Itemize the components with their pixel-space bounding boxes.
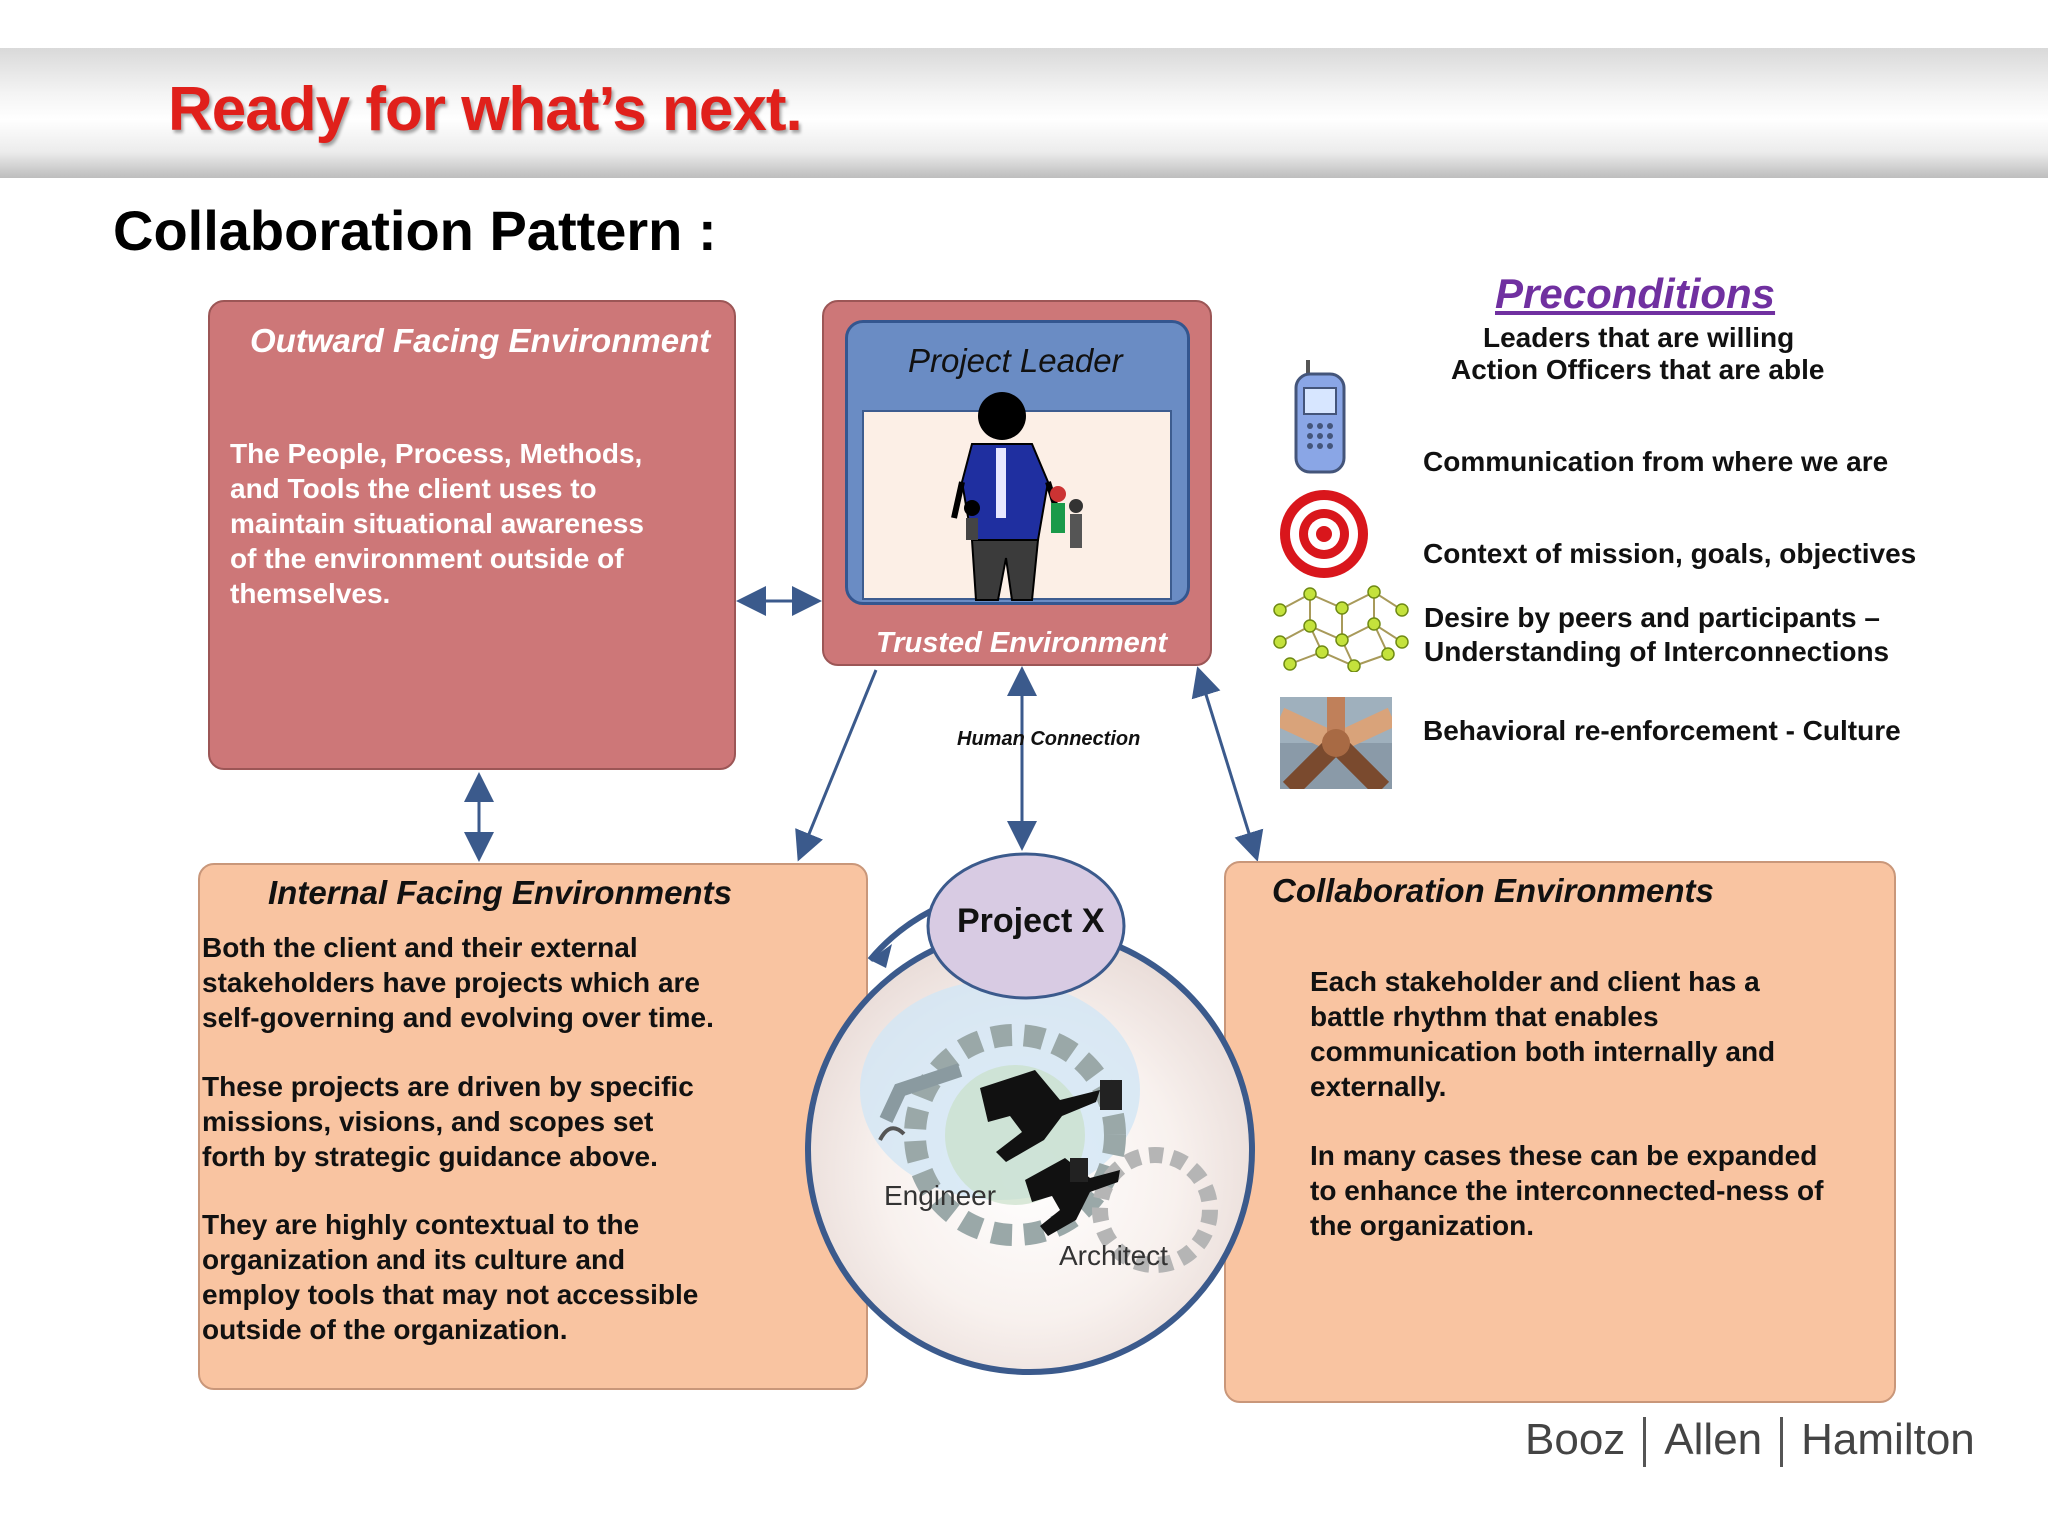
collaboration-title: Collaboration Environments	[1272, 872, 1714, 909]
project-circle	[805, 852, 1255, 1375]
cell-phone-icon	[1294, 360, 1346, 474]
outward-description: The People, Process, Methods, and Tools …	[230, 438, 644, 609]
human-connection-label: Human Connection	[957, 728, 1141, 750]
trusted-environment-label: Trusted Environment	[876, 627, 1168, 659]
target-icon	[1280, 490, 1368, 578]
outward-environment-box	[208, 300, 736, 770]
collaboration-paragraph-1: Each stakeholder and client has a battle…	[1310, 966, 1776, 1102]
internal-title: Internal Facing Environments	[268, 874, 732, 911]
arrow-trusted-collab	[1191, 666, 1264, 862]
running-businessman-icon-2	[1025, 1158, 1120, 1236]
tagline: Ready for what’s next.	[168, 75, 803, 144]
precondition-communication: Communication from where we are	[1423, 446, 1889, 477]
internal-environment-box	[198, 863, 868, 1390]
architect-label: Architect	[1059, 1240, 1168, 1271]
outward-title: Outward Facing Environment	[250, 322, 711, 359]
precondition-behavioral: Behavioral re-enforcement - Culture	[1423, 715, 1901, 746]
joined-hands-icon	[1280, 697, 1392, 789]
arrow-trusted-internal	[795, 669, 878, 862]
engineer-label: Engineer	[884, 1180, 997, 1211]
precondition-context: Context of mission, goals, objectives	[1423, 538, 1917, 569]
collaboration-paragraph-2: In many cases these can be expanded to e…	[1310, 1140, 1824, 1241]
project-label: Project X	[957, 902, 1105, 940]
project-leader-title: Project Leader	[908, 342, 1123, 379]
collaboration-environment-box	[1224, 861, 1896, 1403]
internal-paragraph-1: Both the client and their external stake…	[202, 932, 714, 1033]
preconditions-line-1: Leaders that are willing	[1483, 322, 1795, 353]
preconditions-title: Preconditions	[1495, 270, 1776, 317]
internal-paragraph-2: These projects are driven by specific mi…	[202, 1071, 694, 1172]
running-businessman-icon	[980, 1070, 1100, 1162]
network-icon	[1273, 585, 1409, 672]
header-banner	[0, 48, 2048, 178]
precondition-desire: Desire by peers and participants – Under…	[1424, 602, 1890, 667]
gear-icon	[904, 1024, 1126, 1246]
internal-paragraph-3: They are highly contextual to the organi…	[202, 1209, 699, 1345]
page-title: Collaboration Pattern :	[113, 199, 717, 262]
leader-figure-icon	[951, 392, 1083, 601]
preconditions-line-2: Action Officers that are able	[1451, 354, 1825, 385]
